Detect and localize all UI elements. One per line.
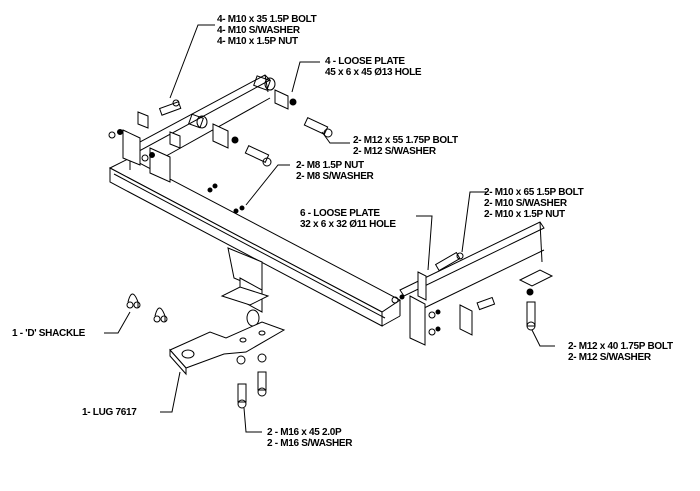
d-shackle-icon [126,293,168,323]
callout-m12-40: 2- M12 x 40 1.75P BOLT 2- M12 S/WASHER [568,341,673,363]
callout-line: 4- M10 x 35 1.5P BOLT [217,14,317,25]
callout-line: 4- M10 S/WASHER [217,25,300,36]
callout-line: 2- M8 1.5P NUT [296,160,364,171]
callout-line: 6 - LOOSE PLATE [300,208,380,219]
left-side-arm [108,74,333,214]
callout-line: 2- M10 x 65 1.5P BOLT [484,187,584,198]
callout-line: 4- M10 x 1.5P NUT [217,36,298,47]
callout-line: 2 - M16 x 45 2.0P [267,427,342,438]
callout-lug: 1- LUG 7617 [82,407,137,418]
leader-lines [104,24,555,433]
callout-loose-plate-6: 6 - LOOSE PLATE 32 x 6 x 32 Ø11 HOLE [300,208,396,230]
callout-line: 2- M10 S/WASHER [484,198,567,209]
callout-m10-65: 2- M10 x 65 1.5P BOLT 2- M10 S/WASHER 2-… [484,187,584,220]
callout-line: 32 x 6 x 32 Ø11 HOLE [300,219,396,230]
callout-line: 2- M8 S/WASHER [296,171,374,182]
callout-line: 1- LUG 7617 [82,407,137,418]
callout-top-bolts: 4- M10 x 35 1.5P BOLT 4- M10 S/WASHER 4-… [217,14,317,47]
callout-line: 4 - LOOSE PLATE [325,56,405,67]
cross-bar [108,157,401,327]
callout-line: 45 x 6 x 45 Ø13 HOLE [325,67,422,78]
callout-line: 2- M12 x 40 1.75P BOLT [568,341,673,352]
callout-shackle: 1 - 'D' SHACKLE [12,328,85,339]
callout-m16: 2 - M16 x 45 2.0P 2 - M16 S/WASHER [267,427,353,449]
callout-line: 2- M10 x 1.5P NUT [484,209,565,220]
right-side-arm [391,221,554,346]
callout-line: 2- M12 x 55 1.75P BOLT [353,135,458,146]
callout-line: 2 - M16 S/WASHER [267,438,353,449]
callout-line: 2- M12 S/WASHER [568,352,651,363]
lug-bracket [169,247,286,409]
callout-m8: 2- M8 1.5P NUT 2- M8 S/WASHER [296,160,374,182]
callout-line: 1 - 'D' SHACKLE [12,328,86,339]
callout-loose-plate-4: 4 - LOOSE PLATE 45 x 6 x 45 Ø13 HOLE [325,56,422,78]
callout-line: 2- M12 S/WASHER [353,146,436,157]
callout-m12-55: 2- M12 x 55 1.75P BOLT 2- M12 S/WASHER [353,135,458,157]
